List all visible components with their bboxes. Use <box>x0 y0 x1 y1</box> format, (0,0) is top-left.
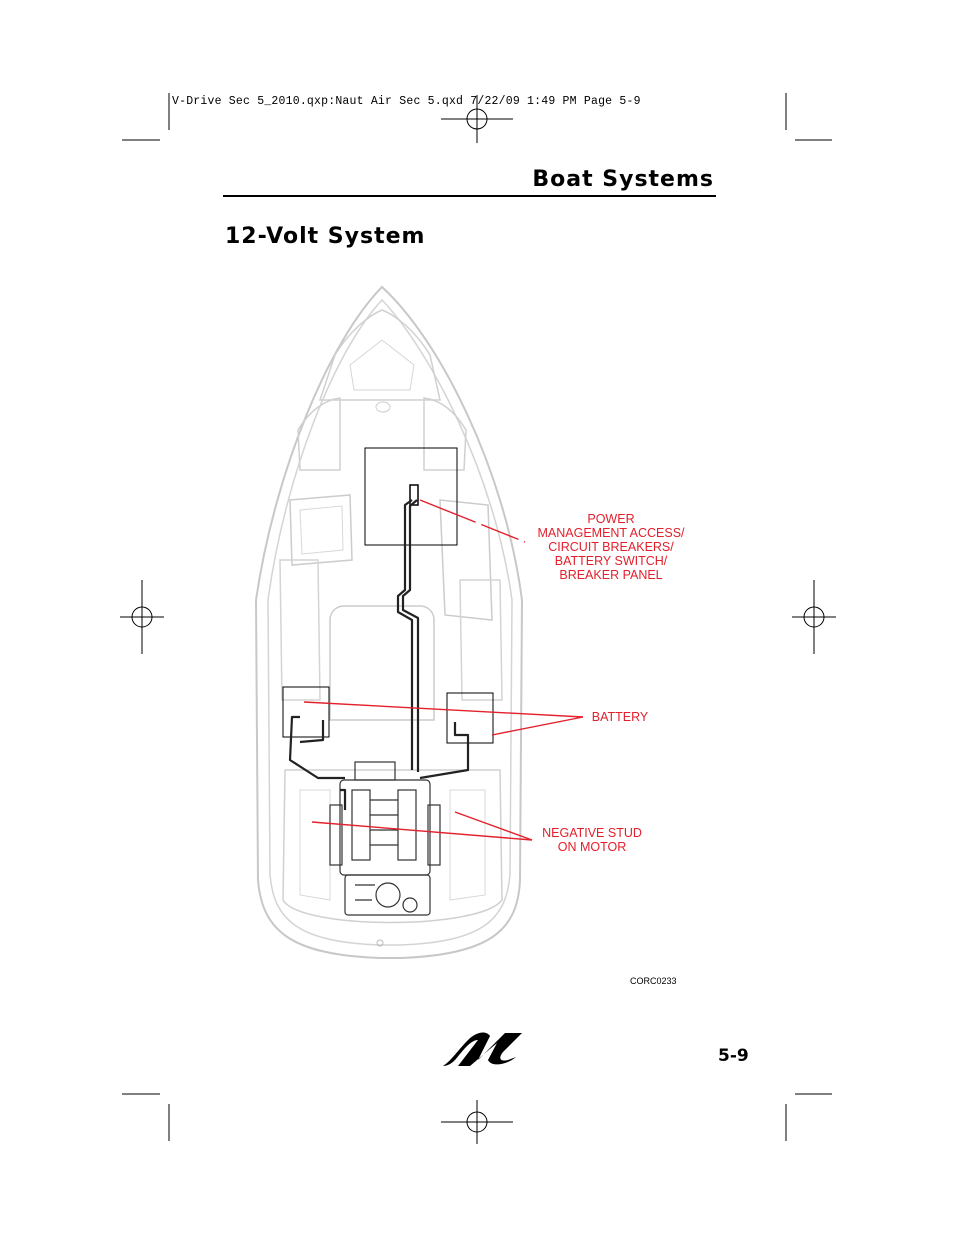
callout-line: NEGATIVE STUD <box>542 826 642 840</box>
engine <box>329 761 441 916</box>
page-number: 5-9 <box>718 1046 749 1066</box>
registration-mark-icon <box>792 580 836 654</box>
callout-battery: BATTERY <box>588 710 652 724</box>
registration-mark-icon <box>441 95 513 143</box>
callout-power-management: POWER MANAGEMENT ACCESS/ CIRCUIT BREAKER… <box>536 512 686 582</box>
figure-id: CORC0233 <box>630 976 677 986</box>
callout-line: MANAGEMENT ACCESS/ <box>537 526 685 540</box>
callout-line: BREAKER PANEL <box>559 568 663 582</box>
battery-left <box>282 686 330 738</box>
title-rule <box>223 195 716 197</box>
page-heading: 12-Volt System <box>225 224 426 249</box>
hull-outline <box>254 285 524 959</box>
wiring <box>288 499 470 810</box>
callout-line: BATTERY <box>591 710 649 724</box>
battery-right <box>446 692 494 744</box>
print-slug: V-Drive Sec 5_2010.qxp:Naut Air Sec 5.qx… <box>172 95 641 108</box>
registration-mark-icon <box>120 580 164 654</box>
callout-negative-stud: NEGATIVE STUD ON MOTOR <box>536 826 648 854</box>
callout-line: CIRCUIT BREAKERS/ <box>548 540 674 554</box>
callout-leaders <box>303 499 584 841</box>
registration-mark-icon <box>441 1100 513 1144</box>
callout-line: ON MOTOR <box>557 840 627 854</box>
section-title: Boat Systems <box>532 167 714 192</box>
callout-line: BATTERY SWITCH/ <box>554 554 668 568</box>
boat-diagram <box>254 285 584 959</box>
nautique-logo-icon <box>443 1032 522 1066</box>
callout-line: POWER <box>587 512 635 526</box>
crop-marks <box>122 93 832 1141</box>
